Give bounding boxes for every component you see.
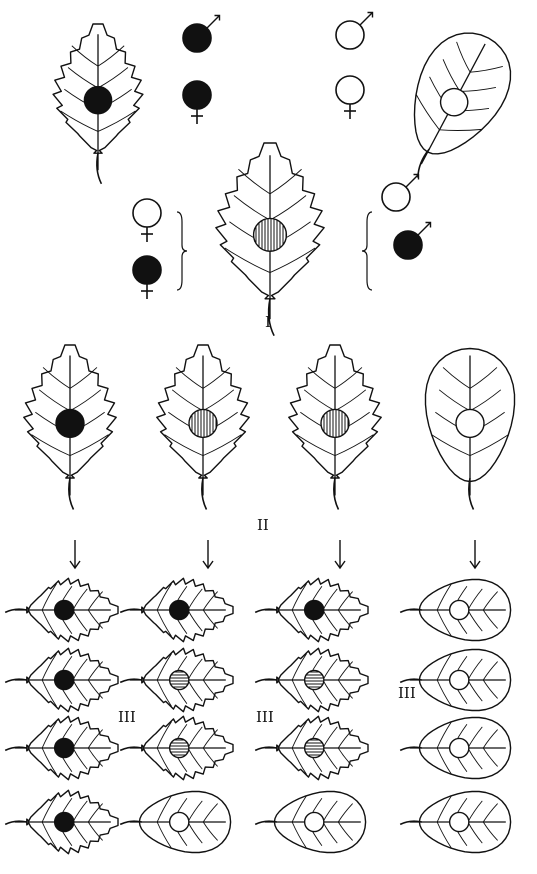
f2-leaf-4-white-spot-white [456,409,484,437]
f3-leaf-c4-r2-white [400,650,510,711]
label-panel-3a: III [118,708,136,726]
f3-leaf-c2-r3-hatched [120,716,233,779]
male-symbol-white [336,13,372,49]
f2-leaf-2-hatched-spot-hatched [189,409,217,437]
parent-leaf-smooth-white [377,18,527,197]
label-panel-1: I [265,313,271,331]
f3-leaf-c4-r2-white-spot-white [450,670,469,689]
female-symbol-black [183,81,211,124]
label-panel-3c: III [398,684,416,702]
label-panel-2: II [257,516,269,534]
f2-arrow-2 [203,540,213,568]
f3-leaf-c2-r2-hatched-spot-hatched [170,670,189,689]
f3-leaf-c2-r1-black [120,578,233,641]
f2-leaf-4-white [426,349,515,510]
male-symbol-black [183,16,219,52]
f1-leaf-hatched [216,143,324,336]
f2-arrow-3 [335,540,345,568]
f3-leaf-c4-r3-white [400,718,510,779]
f3-leaf-c1-r2-black [5,648,118,711]
f3-leaf-c2-r3-hatched-spot-hatched [170,738,189,757]
cross-male-black [394,223,430,259]
f3-leaf-c3-r4-white-spot-white [305,812,324,831]
f2-leaf-2-hatched [157,345,249,510]
f2-leaf-3-hatched-spot-hatched [321,409,349,437]
f3-leaf-c2-r2-hatched [120,648,233,711]
f3-leaf-c1-r2-black-spot-black [55,670,74,689]
f2-arrow-4 [470,540,480,568]
cross-female-black [133,256,161,299]
f3-leaf-c4-r1-white [400,580,510,641]
f3-leaf-c2-r1-black-spot-black [170,600,189,619]
f2-arrow-1 [70,540,80,568]
f3-leaf-c1-r3-black-spot-black [55,738,74,757]
cross-brace-left [177,212,187,290]
f3-leaf-c3-r3-hatched-spot-hatched [305,738,324,757]
f3-leaf-c4-r3-white-spot-white [450,738,469,757]
f3-leaf-c1-r1-black-spot-black [55,600,74,619]
f3-leaf-c2-r4-white-spot-white [170,812,189,831]
parent-leaf-serrated-black [53,24,143,184]
label-panel-3b: III [256,708,274,726]
cross-female-white [133,199,161,242]
f3-leaf-c1-r3-black [5,716,118,779]
f3-leaf-c3-r2-hatched-spot-hatched [305,670,324,689]
f3-leaf-c3-r1-black [255,578,368,641]
female-symbol-white [336,76,364,119]
cross-brace-right [362,212,372,290]
f3-leaf-c4-r1-white-spot-white [450,600,469,619]
f3-leaf-c4-r4-white [400,792,510,853]
f3-leaf-c1-r1-black [5,578,118,641]
f2-leaf-1-black-spot-black [56,409,84,437]
cross-male-white [382,175,418,211]
f1-leaf-hatched-spot-hatched [254,218,287,251]
f3-leaf-c1-r4-black-spot-black [55,812,74,831]
f3-leaf-c1-r4-black [5,790,118,853]
f3-leaf-c3-r2-hatched [255,648,368,711]
f3-leaf-c4-r4-white-spot-white [450,812,469,831]
parent-leaf-serrated-black-spot-black [84,87,111,114]
f3-leaf-c2-r4-white [120,792,230,853]
f3-leaf-c3-r4-white [255,792,365,853]
f2-leaf-1-black [24,345,116,510]
f3-leaf-c3-r1-black-spot-black [305,600,324,619]
f2-leaf-3-hatched [289,345,381,510]
